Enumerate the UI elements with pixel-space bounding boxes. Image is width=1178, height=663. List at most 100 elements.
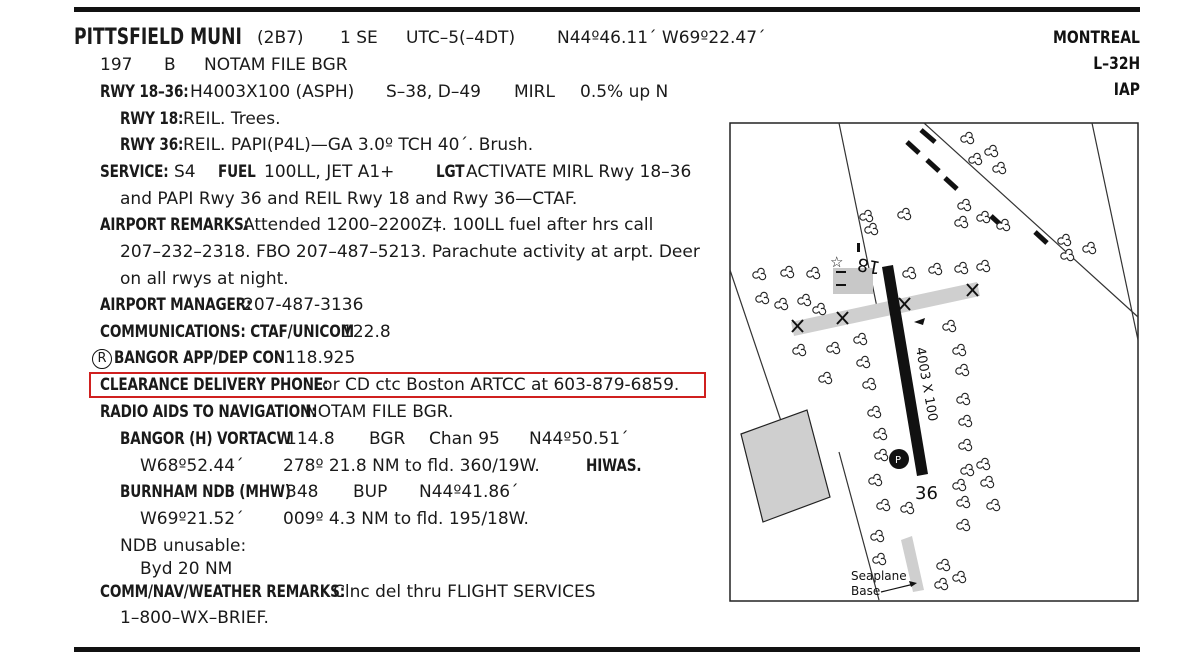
parking-icon	[889, 449, 909, 469]
manager-line: AIRPORT MANAGER: 207-487-3136	[100, 294, 363, 316]
unicom-freq: 122.8	[342, 322, 391, 342]
vortac-label: BANGOR (H) VORTACW	[120, 429, 292, 449]
fuel-class: B	[164, 55, 176, 75]
service-label: SERVICE:	[100, 162, 169, 182]
rwy18-label: RWY 18:	[120, 109, 184, 129]
airport-elevation: 197	[100, 55, 133, 75]
ndb-radial: 009º 4.3 NM to fld. 195/18W.	[283, 509, 529, 529]
closed-taxiway-marks	[791, 283, 979, 333]
road-line	[923, 122, 1139, 318]
diagram-frame	[729, 122, 1139, 602]
wind-marker	[857, 243, 860, 252]
vortac-id: BGR	[369, 429, 406, 449]
ndb-line-1: BURNHAM NDB (MHW) 348 BUP N44º41.86´	[120, 481, 519, 503]
remarks-line-1: AIRPORT REMARKS: Attended 1200–2200Z‡. 1…	[100, 214, 653, 236]
lgt-text: ACTIVATE MIRL Rwy 18–36	[466, 162, 692, 182]
road-line	[1091, 122, 1139, 341]
remarks-line-3: on all rwys at night.	[120, 269, 289, 289]
airport-distance: 1 SE	[340, 28, 378, 48]
manager-phone: 207-487-3136	[243, 295, 364, 315]
runway-18-36	[882, 265, 928, 476]
clearance-label: CLEARANCE DELIVERY PHONE:	[100, 375, 329, 395]
lgt-label: LGT	[436, 162, 465, 182]
clearance-text: For CD ctc Boston ARTCC at 603-879-6859.	[313, 375, 680, 395]
seaplane-label-2: Base	[851, 584, 880, 598]
iap-label: IAP	[1113, 80, 1140, 100]
ndb-unusable: NDB unusable:	[120, 536, 247, 556]
cnw-line-2: 1–800–WX–BRIEF.	[120, 608, 269, 628]
airport-diagram: 18 36 4003 X 100 ☆ P Seaplane Base	[729, 122, 1139, 602]
runway-lighting: MIRL	[514, 82, 555, 102]
ndb-id: BUP	[353, 482, 388, 502]
vortac-line-1: BANGOR (H) VORTACW 114.8 BGR Chan 95 N44…	[120, 428, 629, 450]
airport-coords: N44º46.11´ W69º22.47´	[557, 28, 766, 48]
runway-gradient: 0.5% up N	[580, 82, 669, 102]
seaplane-label-1: Seaplane	[851, 569, 907, 583]
ndb-line-2: W69º21.52´ 009º 4.3 NM to fld. 195/18W.	[140, 508, 529, 530]
header-line-1: PITTSFIELD MUNI (2B7) 1 SE UTC–5(–4DT) N…	[74, 25, 766, 50]
remarks-line-2: 207–232–2318. FBO 207–487–5213. Parachut…	[120, 242, 700, 262]
service-line: SERVICE: S4 FUEL 100LL, JET A1+ LGT ACTI…	[100, 161, 691, 183]
chart-label: L–32H	[1093, 54, 1140, 74]
runway-number-36: 36	[915, 483, 938, 504]
header-line-2: 197 B NOTAM FILE BGR	[100, 54, 348, 76]
service-s: S4	[174, 162, 196, 182]
rwy36-text: REIL. PAPI(P4L)—GA 3.0º TCH 40´. Brush.	[183, 135, 534, 155]
radio-aids-notam: NOTAM FILE BGR.	[305, 402, 454, 422]
radio-aids-label: RADIO AIDS TO NAVIGATION:	[100, 402, 317, 422]
cnw-text-1: Clnc del thru FLIGHT SERVICES	[333, 582, 596, 602]
remarks-text-1: Attended 1200–2200Z‡. 100LL fuel after h…	[243, 215, 654, 235]
seaplane-ramp	[901, 536, 924, 592]
manager-label: AIRPORT MANAGER:	[100, 295, 252, 315]
rwy18-line: RWY 18: REIL. Trees.	[120, 108, 281, 130]
road-line	[838, 451, 880, 601]
seaplane-arrow	[880, 583, 915, 593]
airport-utc: UTC–5(–4DT)	[406, 28, 516, 48]
rwy36-line: RWY 36: REIL. PAPI(P4L)—GA 3.0º TCH 40´.…	[120, 134, 533, 156]
ndb-beyond: Byd 20 NM	[140, 559, 233, 579]
clearance-line: CLEARANCE DELIVERY PHONE: For CD ctc Bos…	[100, 374, 679, 396]
runway-line: RWY 18–36: H4003X100 (ASPH) S–38, D–49 M…	[100, 81, 668, 103]
hiwas-label: HIWAS.	[586, 456, 642, 476]
vortac-chan: Chan 95	[429, 429, 500, 449]
ndb-lon: W69º21.52´	[140, 509, 244, 529]
runway-number-18: 18	[856, 253, 882, 278]
vortac-line-2: W68º52.44´ 278º 21.8 NM to fld. 360/19W.…	[140, 455, 642, 477]
parking-label: P	[895, 455, 901, 466]
ndb-label: BURNHAM NDB (MHW)	[120, 482, 291, 502]
lgt-text-2: and PAPI Rwy 36 and REIL Rwy 18 and Rwy …	[120, 189, 578, 209]
ndb-freq: 348	[286, 482, 319, 502]
radio-aids-line: RADIO AIDS TO NAVIGATION: NOTAM FILE BGR…	[100, 401, 453, 423]
seaplane-arrow	[909, 581, 917, 587]
airport-ident: (2B7)	[257, 28, 304, 48]
airport-name: PITTSFIELD MUNI	[74, 25, 242, 50]
vortac-radial: 278º 21.8 NM to fld. 360/19W.	[283, 456, 540, 476]
clearance-highlight-box	[89, 372, 706, 398]
vortac-freq: 114.8	[286, 429, 335, 449]
fuel-types: 100LL, JET A1+	[264, 162, 395, 182]
fuel-label: FUEL	[218, 162, 256, 182]
vortac-lat: N44º50.51´	[529, 429, 629, 449]
remarks-label: AIRPORT REMARKS:	[100, 215, 249, 235]
region-label: MONTREAL	[1053, 28, 1140, 48]
cnw-label: COMM/NAV/WEATHER REMARKS:	[100, 582, 346, 602]
comms-line: COMMUNICATIONS: CTAF/UNICOM 122.8	[100, 321, 414, 343]
comms-label: COMMUNICATIONS: CTAF/UNICOM	[100, 322, 355, 342]
bottom-rule	[74, 647, 1140, 652]
road-line	[729, 269, 782, 422]
ndb-lat: N44º41.86´	[419, 482, 519, 502]
rwy18-text: REIL. Trees.	[183, 109, 281, 129]
windsock-icon	[914, 318, 925, 325]
building	[740, 409, 831, 523]
app-dep-freq: 118.925	[285, 348, 356, 368]
runway-strength: S–38, D–49	[386, 82, 481, 102]
cnw-line-1: COMM/NAV/WEATHER REMARKS: Clnc del thru …	[100, 581, 596, 603]
radar-icon: R	[92, 349, 112, 369]
runway-dims: H4003X100 (ASPH)	[190, 82, 355, 102]
beacon-icon: ☆	[830, 253, 843, 271]
app-dep-label: BANGOR APP/DEP CON	[114, 348, 285, 368]
rwy36-label: RWY 36:	[120, 135, 184, 155]
notam-file: NOTAM FILE BGR	[204, 55, 348, 75]
